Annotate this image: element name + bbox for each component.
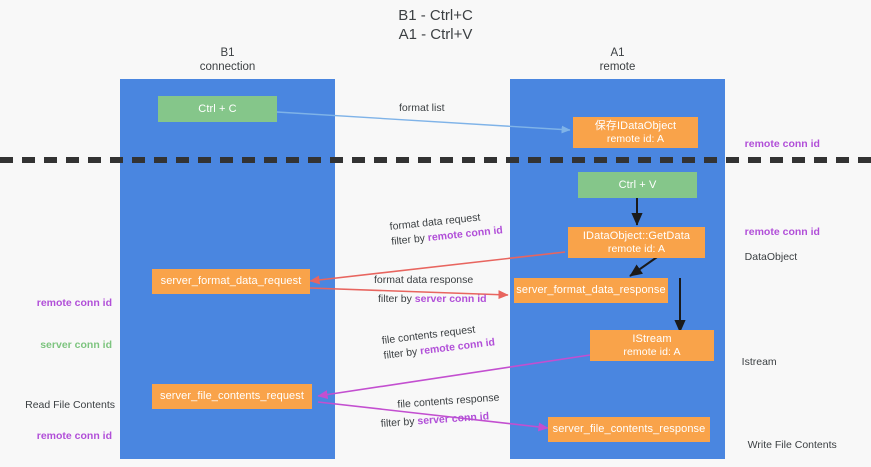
- edge-label-format-data-response-key: server conn id: [414, 293, 487, 305]
- column-header-b1-name: B1: [220, 47, 235, 59]
- side-label-write-file-contents-text: Write File Contents: [747, 439, 837, 451]
- node-getdata[interactable]: IDataObject::GetData remote id: A: [568, 227, 705, 258]
- title-line-1: B1 - Ctrl+C: [398, 7, 473, 24]
- node-server-format-data-request-label: server_format_data_request: [160, 275, 302, 287]
- column-header-b1: B1 connection: [120, 46, 335, 74]
- edge-label-file-contents-request-prefix: filter by: [382, 345, 421, 362]
- column-header-b1-sub: connection: [199, 61, 256, 73]
- side-label-remote-conn-id-mid: remote conn id: [733, 211, 820, 253]
- node-ctrl-c[interactable]: Ctrl + C: [158, 96, 277, 122]
- node-ctrl-v[interactable]: Ctrl + V: [578, 172, 697, 198]
- node-istream-line2: remote id: A: [623, 345, 681, 358]
- node-ctrl-v-label: Ctrl + V: [618, 178, 657, 191]
- side-label-conn-ids-upper: remote conn id server conn id: [0, 268, 112, 380]
- column-header-a1-name: A1: [610, 47, 625, 59]
- edge-label-format-data-request: format data request filter by remote con…: [389, 208, 504, 250]
- node-server-file-contents-response[interactable]: server_file_contents_response: [548, 417, 710, 442]
- edge-label-format-list-text: format list: [399, 102, 445, 114]
- edge-label-format-data-response-text: format data response: [374, 274, 474, 286]
- page-title: B1 - Ctrl+C A1 - Ctrl+V: [0, 6, 871, 44]
- edge-label-file-contents-response-prefix: filter by: [380, 415, 418, 430]
- node-save-dataobject-line1: 保存IDataObject: [594, 119, 677, 132]
- node-save-dataobject[interactable]: 保存IDataObject remote id: A: [573, 117, 698, 148]
- side-label-read-file-contents-text: Read File Contents: [25, 399, 115, 411]
- side-label-remote-conn-id-mid-text: remote conn id: [744, 226, 820, 238]
- side-label-write-file-contents: Write File Contents: [736, 424, 837, 466]
- node-server-format-data-request[interactable]: server_format_data_request: [152, 269, 310, 294]
- side-label-server-conn-id-left: server conn id: [40, 339, 112, 351]
- side-label-read-file-contents: Read File Contents: [0, 384, 115, 426]
- node-getdata-line1: IDataObject::GetData: [582, 229, 691, 242]
- node-getdata-line2: remote id: A: [607, 242, 666, 255]
- side-label-remote-conn-id-top-text: remote conn id: [744, 138, 820, 150]
- node-server-file-contents-request-label: server_file_contents_request: [159, 390, 305, 402]
- node-ctrl-c-label: Ctrl + C: [198, 102, 237, 115]
- edge-label-format-data-response-prefix: filter by: [378, 293, 415, 305]
- node-istream-line1: IStream: [632, 332, 672, 345]
- edge-label-format-data-response: format data response filter by server co…: [374, 273, 487, 307]
- side-label-conn-ids-lower: remote conn id server conn id: [0, 401, 112, 467]
- node-server-file-contents-response-label: server_file_contents_response: [552, 423, 706, 435]
- side-label-istream-text: Istream: [741, 356, 777, 368]
- column-header-a1: A1 remote: [510, 46, 725, 74]
- edge-label-format-list: format list: [399, 101, 445, 116]
- node-save-dataobject-line2: remote id: A: [606, 132, 665, 145]
- node-server-format-data-response-label: server_format_data_response: [516, 284, 666, 296]
- edge-label-file-contents-response: file contents response filter by server …: [379, 391, 501, 432]
- edge-label-file-contents-request: file contents request filter by remote c…: [381, 320, 496, 363]
- node-server-file-contents-request[interactable]: server_file_contents_request: [152, 384, 312, 409]
- node-istream[interactable]: IStream remote id: A: [590, 330, 714, 361]
- edge-label-file-contents-response-key: server conn id: [417, 410, 490, 428]
- side-label-dataobject-text: DataObject: [744, 251, 798, 263]
- side-label-remote-conn-id-left: remote conn id: [36, 297, 112, 309]
- side-label-dataobject: DataObject: [733, 236, 798, 278]
- side-label-istream: Istream: [730, 341, 777, 383]
- column-header-a1-sub: remote: [599, 61, 636, 73]
- side-label-remote-conn-id-left-2: remote conn id: [36, 430, 112, 442]
- title-line-2: A1 - Ctrl+V: [398, 26, 473, 43]
- edge-label-format-data-request-prefix: filter by: [390, 232, 429, 248]
- node-server-format-data-response[interactable]: server_format_data_response: [514, 278, 668, 303]
- side-label-remote-conn-id-top: remote conn id: [733, 123, 820, 165]
